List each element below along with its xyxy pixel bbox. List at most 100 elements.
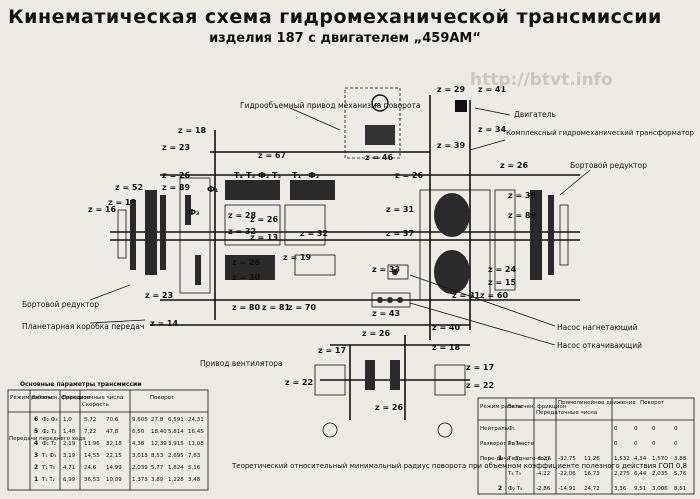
- right-row-r1: 0: [614, 441, 618, 447]
- left-row-gear: 3: [34, 452, 38, 459]
- gear-label-44: z = 13: [250, 233, 278, 242]
- gear-label-18: z = 35: [508, 191, 536, 200]
- left-row-ratio: 1,48: [63, 429, 76, 435]
- left-row-ratio: 2,19: [63, 441, 76, 447]
- leader-planetary: [89, 319, 146, 324]
- gear-label-29: z = 31: [452, 291, 480, 300]
- gear-label-12: z = 34: [478, 125, 506, 134]
- gear-label-25: z = 81: [262, 303, 290, 312]
- left-row-r3: 2,695: [168, 453, 184, 459]
- right-row-v2: 11,26: [584, 456, 600, 462]
- left-row-r3: 3,915: [168, 441, 184, 447]
- brake-t1-phi2: [290, 180, 335, 200]
- left-row-clutch: Ф₁ Т₂: [42, 441, 56, 447]
- right-row-r4: 8,51: [674, 486, 686, 492]
- left-row-r2: 12,39: [151, 441, 167, 447]
- fan-right-box: [434, 364, 466, 396]
- pump-small-rotor: [392, 269, 398, 275]
- gear-label-17: z = 26: [500, 161, 528, 170]
- clutch-phi1: Ф₁: [207, 185, 219, 194]
- gear-label-9: z = 14: [150, 319, 178, 328]
- left-row-clutch: Ф₂ Ф₃: [42, 417, 58, 423]
- gear-labels: z = 18z = 23z = 26z = 89z = 52z = 18z = …: [88, 85, 536, 412]
- fan-drive: [314, 360, 466, 438]
- clutch-t4: Т₄: [234, 171, 243, 180]
- gear-label-14: z = 46: [365, 153, 393, 162]
- left-row-ratio: 3,19: [63, 453, 76, 459]
- label-pressure-pump: Насос нагнетающий: [557, 323, 638, 332]
- pumps: [371, 264, 411, 308]
- right-final-gear-b: [548, 195, 554, 275]
- right-row-r1: 3,36: [614, 486, 627, 492]
- left-row-ratio: 4,71: [63, 465, 75, 471]
- left-table-frame: [7, 389, 209, 491]
- right-row-r1: 0: [614, 426, 618, 432]
- label-fan-drive: Привод вентилятора: [200, 359, 283, 368]
- right-row-r2: 6,44: [634, 471, 647, 477]
- clutch-disc-1: [185, 195, 191, 225]
- gear-label-23: z = 19: [283, 253, 311, 262]
- gear-label-22: z = 32: [300, 229, 328, 238]
- right-row-ratio: -4,22: [536, 471, 550, 477]
- watermark: http://btvt.info: [470, 70, 613, 90]
- pump-small-box: [387, 264, 409, 280]
- right-row-mode: Разворот на месте: [480, 441, 535, 447]
- engine-icon: [455, 100, 467, 112]
- gear-label-39: z = 17: [466, 363, 494, 372]
- gear-label-32: z = 60: [480, 291, 508, 300]
- right-row-r3: 0: [652, 426, 656, 432]
- torque-converter: [419, 189, 516, 301]
- converter-housing: [419, 189, 491, 301]
- fan-gear-left: [365, 360, 375, 390]
- right-row-clutch: Т₄ Т₃: [507, 471, 521, 477]
- left-row-r3: 1,824: [168, 465, 184, 471]
- label-planetary: Планетарная коробка передач: [22, 322, 144, 331]
- gear-label-13: z = 39: [437, 141, 465, 150]
- right-row-r3: 3,006: [652, 486, 668, 492]
- clutch-phi3: Ф₃: [188, 208, 200, 217]
- infinity-icon: ∞: [374, 100, 381, 109]
- right-row-ratio: -2,86: [536, 486, 551, 492]
- gear-label-38: z = 26: [375, 403, 403, 412]
- gear-label-5: z = 52: [115, 183, 143, 192]
- gear-label-45: z = 26: [232, 258, 260, 267]
- clutch-phi2b: Ф₂: [308, 171, 320, 180]
- hydrostatic-drive-box: ∞: [344, 87, 401, 159]
- gear-label-7: z = 16: [88, 205, 116, 214]
- right-row-clutch: Ф₁: [508, 426, 515, 432]
- left-row-v1: 5,72: [84, 417, 96, 423]
- left-row-v2: 22,15: [106, 453, 122, 459]
- label-hydrostatic-1: Гидрообъемный привод механизма поворота: [240, 101, 421, 110]
- gear-label-8: z = 23: [145, 291, 173, 300]
- leader-pressure-pump: [409, 274, 556, 327]
- pump-rotor-2: [387, 297, 393, 303]
- left-row-v2: 14,99: [106, 465, 122, 471]
- left-row-gear: 6: [34, 416, 38, 423]
- left-row-r3: 5,814: [168, 429, 184, 435]
- right-row-r3: 1,570: [652, 456, 668, 462]
- gear-label-21: z = 37: [386, 229, 414, 238]
- left-row-r4: 16,45: [188, 429, 204, 435]
- right-row-r1: 1,532: [614, 456, 630, 462]
- gear-label-41: z = 28: [228, 211, 256, 220]
- converter-upper: [434, 193, 470, 237]
- right-row-clutch: Т₁ Т₄: [507, 441, 522, 447]
- right-row-r4: 0: [674, 441, 678, 447]
- gear-label-4: z = 89: [162, 183, 190, 192]
- left-row-r1: 9,605: [132, 417, 148, 423]
- planetary-set-upper: [224, 204, 281, 246]
- right-row-v2: 16,73: [584, 471, 600, 477]
- fan-left-box: [314, 364, 346, 396]
- right-h-mode: Режим работы: [480, 404, 522, 410]
- right-row-r2: 0: [634, 441, 638, 447]
- left-row-clutch: Т₁ Т₃: [41, 465, 55, 471]
- left-final-drive: [117, 190, 166, 275]
- planetary-set-lower: [225, 255, 275, 280]
- right-row-v1: -14,91: [558, 486, 576, 492]
- left-row-r3: 1,228: [168, 477, 184, 483]
- left-row-ratio: 1,0: [63, 417, 72, 423]
- left-row-gear: 2: [34, 464, 38, 471]
- left-row-v1: 36,53: [84, 477, 100, 483]
- left-row-r3: 6,591: [168, 417, 184, 423]
- gear-label-35: z = 26: [362, 329, 390, 338]
